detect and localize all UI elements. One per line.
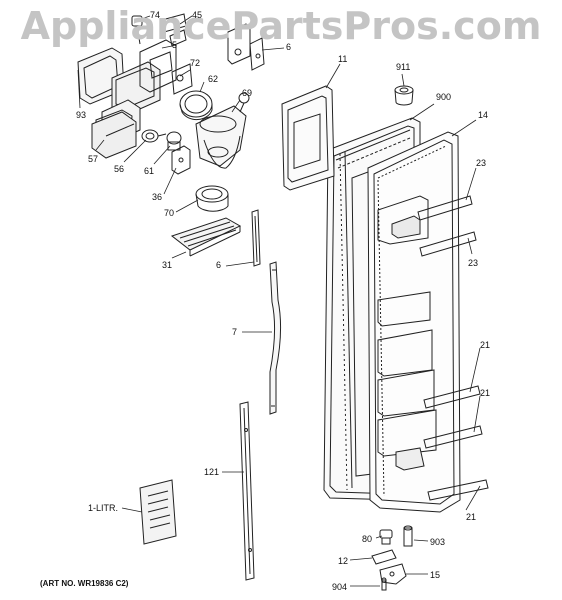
door-handle: [270, 262, 281, 414]
switch-36: [172, 146, 190, 174]
callout-70: 70: [164, 208, 175, 218]
callout-121: 121: [204, 467, 220, 477]
callout-11: 11: [338, 54, 348, 64]
callout-903: 903: [430, 537, 446, 547]
callout-5: 5: [172, 40, 178, 50]
callout-72: 72: [190, 58, 201, 68]
callout-6-upper: 6: [286, 42, 292, 52]
cap-911: [395, 86, 413, 105]
door-shelf-bars: [418, 196, 488, 500]
handle-strip-upper: [252, 210, 260, 266]
ring-62: [180, 91, 212, 120]
part-12: [372, 550, 396, 564]
grille-31: [172, 218, 240, 256]
callout-23-upper: 23: [476, 158, 487, 168]
bracket-upper: [228, 24, 264, 70]
callout-12: 12: [338, 556, 349, 566]
callout-74: 74: [150, 10, 161, 20]
coupler-61: [167, 132, 181, 150]
callout-56: 56: [114, 164, 125, 174]
callout-1-litr: 1-LITR.: [88, 503, 119, 513]
callout-911: 911: [396, 62, 411, 72]
ring-70: [196, 186, 228, 211]
callout-900: 900: [436, 92, 452, 102]
callout-31: 31: [162, 260, 173, 270]
callout-23-lower: 23: [468, 258, 479, 268]
callout-93: 93: [76, 110, 87, 120]
callout-21-upper: 21: [480, 340, 491, 350]
callout-6-mid: 6: [216, 260, 222, 270]
part-15: [380, 564, 406, 584]
part-903: [404, 526, 412, 546]
callout-69: 69: [242, 88, 253, 98]
callout-7: 7: [232, 327, 238, 337]
leader-lines: [77, 15, 481, 587]
callout-21-lower: 21: [466, 512, 477, 522]
funnel-69: [196, 93, 249, 168]
callout-904: 904: [332, 582, 348, 592]
callout-15: 15: [430, 570, 441, 580]
part-904: [382, 578, 386, 590]
part-80: [380, 530, 392, 544]
literature-booklet: [140, 480, 176, 544]
gear-56: [142, 130, 166, 142]
handle-strip-121: [240, 402, 254, 580]
callout-57: 57: [88, 154, 99, 164]
callout-80: 80: [362, 534, 373, 544]
callout-14: 14: [478, 110, 489, 120]
motor-57: [92, 112, 136, 158]
escutcheon-frame: [282, 86, 334, 190]
door-liner-gasket: [368, 132, 460, 512]
callout-36: 36: [152, 192, 163, 202]
callout-45: 45: [192, 10, 203, 20]
callout-61: 61: [144, 166, 155, 176]
art-number: (ART NO. WR19836 C2): [40, 579, 129, 588]
callout-21-mid: 21: [480, 388, 491, 398]
callout-62: 62: [208, 74, 219, 84]
